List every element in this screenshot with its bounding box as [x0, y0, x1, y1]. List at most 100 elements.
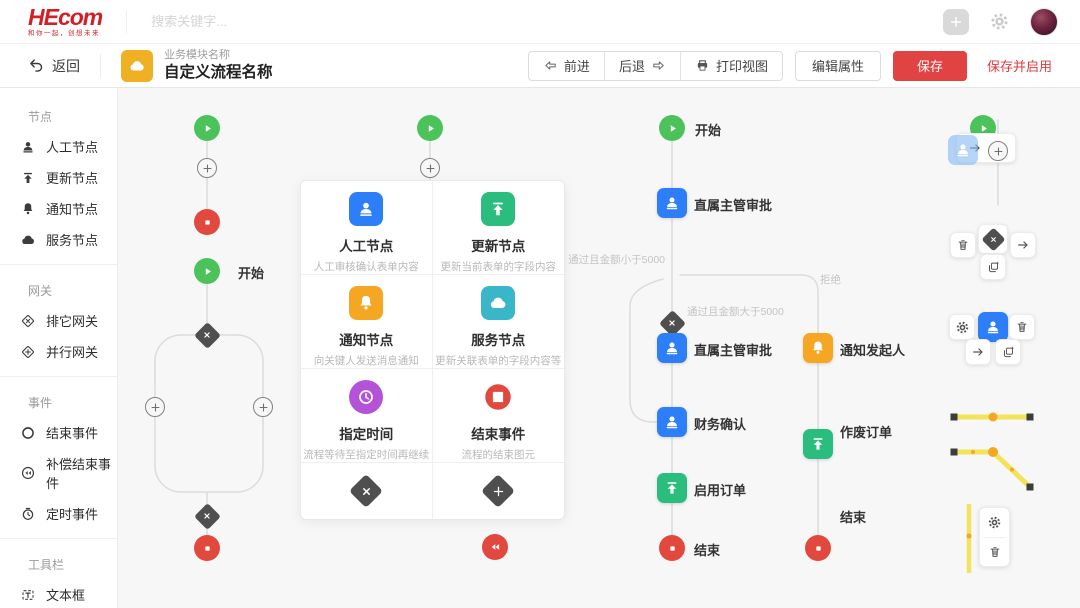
save-button[interactable]: 保存: [892, 50, 967, 81]
sidebar-item-timer-event[interactable]: 定时事件: [0, 498, 117, 529]
sidebar-item-compensation-end-event[interactable]: 补偿结束事件: [0, 448, 117, 498]
user-node[interactable]: [657, 333, 687, 363]
condition-label: 拒绝: [820, 274, 841, 286]
exclusive-gateway-node[interactable]: [193, 321, 221, 349]
gear-icon: [989, 11, 1010, 32]
gateway-hover-card[interactable]: [978, 224, 1008, 254]
sidebar-section-events: 事件: [28, 396, 53, 410]
end-event-node[interactable]: [659, 535, 685, 561]
sidebar-item-service-node[interactable]: 服务节点: [0, 224, 117, 255]
search-input[interactable]: [151, 14, 412, 29]
add-connector-button[interactable]: [420, 158, 440, 178]
add-connector-button[interactable]: [145, 397, 165, 417]
forward-button[interactable]: 前进: [529, 52, 604, 80]
stop-icon: [666, 542, 679, 555]
copy-button[interactable]: [995, 339, 1021, 365]
end-event-node[interactable]: [194, 209, 220, 235]
start-event-node[interactable]: [659, 115, 685, 141]
trash-icon[interactable]: [988, 545, 1002, 559]
user-node-icon: [20, 139, 36, 155]
sidebar-item-exclusive-gateway[interactable]: 排它网关: [0, 305, 117, 336]
logo[interactable]: HEcom 和你一起，创想未来: [28, 5, 103, 38]
plus-icon: [150, 402, 161, 413]
palette-card-update-node[interactable]: 更新节点 更新当前表单的字段内容: [432, 181, 564, 275]
sidebar-item-user-node[interactable]: 人工节点: [0, 131, 117, 162]
sidebar-item-notify-node[interactable]: 通知节点: [0, 193, 117, 224]
update-node[interactable]: [803, 429, 833, 459]
copy-button[interactable]: [980, 254, 1006, 280]
user-node[interactable]: [657, 188, 687, 218]
palette-card-end-event[interactable]: 结束事件 流程的结束图元: [432, 369, 564, 463]
palette-card-user-node[interactable]: 人工节点 人工审核确认表单内容: [301, 181, 433, 275]
ghost-user-node[interactable]: [948, 135, 978, 165]
end-event-node[interactable]: [805, 535, 831, 561]
textbox-icon: [20, 587, 36, 603]
palette-card-exclusive-gateway[interactable]: 排它网关 执行符合条件的流程: [301, 463, 433, 519]
sidebar-item-parallel-gateway[interactable]: 并行网关: [0, 336, 117, 367]
block-arrow-left-icon: [543, 58, 558, 73]
node-label: 直属主管审批: [694, 343, 773, 358]
palette-card-parallel-gateway[interactable]: 并行网关 执行所有的分支流程: [433, 463, 565, 519]
node-palette-panel: 人工节点 人工审核确认表单内容 更新节点 更新当前表单的字段内容 通知节点 向关…: [300, 180, 565, 520]
exclusive-gateway-node[interactable]: [980, 226, 1006, 252]
delete-button[interactable]: [1009, 314, 1035, 340]
exclusive-gateway-node[interactable]: [193, 502, 221, 530]
x-icon: [202, 330, 212, 340]
backward-button[interactable]: 后退: [603, 51, 680, 80]
flow-canvas[interactable]: 开始 人工节点: [118, 88, 1080, 608]
user-node[interactable]: [657, 407, 687, 437]
palette-card-timer[interactable]: 指定时间 流程等待至指定时间再继续: [301, 369, 433, 463]
settings-button[interactable]: [949, 314, 975, 340]
start-event-node[interactable]: [194, 258, 220, 284]
add-button[interactable]: [943, 8, 969, 35]
start-event-node[interactable]: [417, 115, 443, 141]
palette-card-service-node[interactable]: 服务节点 更新关联表单的字段内容等: [432, 275, 564, 369]
connector-edges: [154, 119, 999, 549]
add-connector-button[interactable]: [197, 158, 217, 178]
forward-connector-button[interactable]: [1010, 232, 1036, 258]
service-node-icon: [20, 232, 36, 248]
user-node[interactable]: [978, 312, 1008, 342]
play-icon: [200, 121, 215, 136]
end-event-node[interactable]: [194, 535, 220, 561]
update-node[interactable]: [657, 473, 687, 503]
arrow-right-icon: [971, 345, 985, 359]
add-connector-button[interactable]: [988, 141, 1008, 161]
add-connector-button[interactable]: [253, 397, 273, 417]
start-event-node[interactable]: [194, 115, 220, 141]
notify-node-icon: [20, 201, 36, 217]
edge-action-popover: [979, 507, 1010, 567]
exclusive-gateway-node[interactable]: [658, 309, 686, 337]
settings-gear-icon[interactable]: [987, 515, 1002, 530]
node-label: 启用订单: [694, 483, 747, 498]
upload-icon: [663, 479, 681, 497]
stop-icon: [812, 542, 825, 555]
selected-edge-bent[interactable]: [950, 447, 1034, 491]
forward-connector-button[interactable]: [965, 339, 991, 365]
bell-icon: [809, 339, 827, 357]
avatar[interactable]: [1030, 7, 1058, 36]
timer-event-icon: [20, 506, 36, 522]
selected-edge-vertical[interactable]: [966, 504, 972, 573]
topbar: HEcom 和你一起，创想未来: [0, 0, 1080, 44]
person-icon: [663, 339, 681, 357]
sidebar-item-textbox[interactable]: 文本框: [0, 579, 117, 608]
copy-icon: [987, 261, 1000, 274]
selected-edge-horizontal[interactable]: [950, 412, 1034, 422]
edit-properties-button[interactable]: 编辑属性: [794, 50, 881, 81]
notify-node[interactable]: [803, 333, 833, 363]
save-and-enable-button[interactable]: 保存并启用: [987, 56, 1052, 75]
compensation-end-event-node[interactable]: [482, 534, 508, 560]
sidebar-item-update-node[interactable]: 更新节点: [0, 162, 117, 193]
settings-button[interactable]: [989, 11, 1010, 32]
module-type-label: 业务模块名称: [164, 48, 230, 61]
person-icon: [984, 318, 1002, 336]
print-view-button[interactable]: 打印视图: [679, 51, 782, 80]
back-button[interactable]: 返回: [28, 56, 80, 76]
sidebar-item-end-event[interactable]: 结束事件: [0, 417, 117, 448]
delete-button[interactable]: [950, 232, 976, 258]
exclusive-gateway-icon: [349, 474, 384, 508]
page-title: 自定义流程名称: [164, 63, 273, 81]
play-icon: [423, 121, 438, 136]
palette-card-notify-node[interactable]: 通知节点 向关键人发送消息通知: [301, 275, 433, 369]
